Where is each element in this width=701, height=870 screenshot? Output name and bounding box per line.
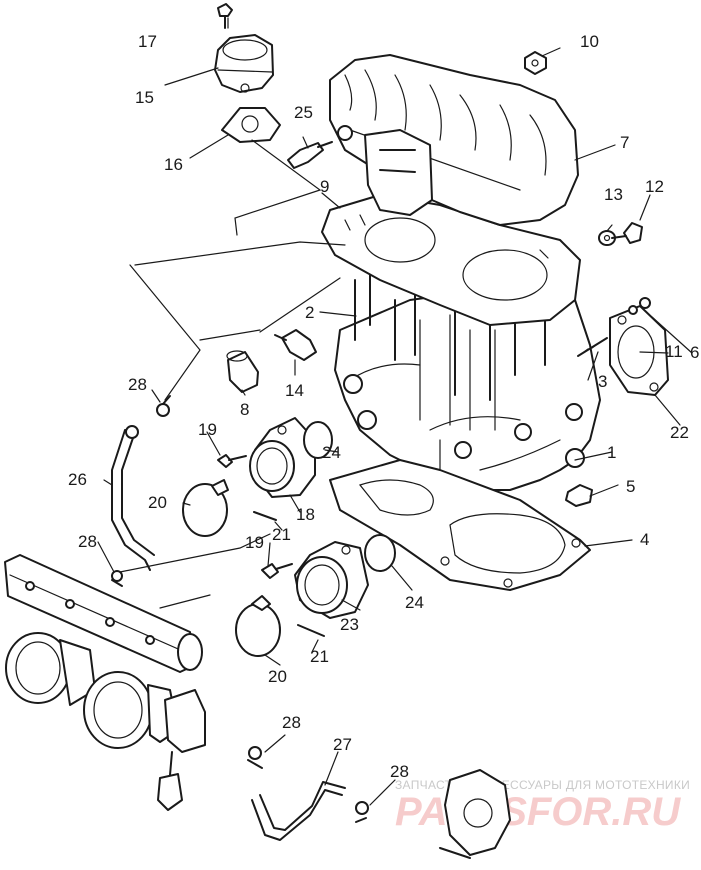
callout-16: 16 [164, 155, 183, 174]
o-ring-24-upper [303, 421, 333, 459]
callout-10: 10 [580, 32, 599, 51]
callout-8: 8 [240, 400, 249, 419]
carburetor-rail [4, 554, 203, 673]
callout-19-upper: 19 [198, 420, 217, 439]
callout-2: 2 [305, 303, 314, 322]
callout-26: 26 [68, 470, 87, 489]
callout-23: 23 [340, 615, 359, 634]
plug-8 [226, 350, 259, 393]
intake-flange-23 [294, 541, 369, 619]
callout-28-right: 28 [390, 762, 409, 781]
clamp-20-upper [182, 479, 229, 537]
screw-19-upper [217, 454, 247, 468]
cylinder-studs [354, 261, 546, 401]
callout-20-upper: 20 [148, 493, 167, 512]
clip-28-right [355, 801, 369, 823]
callout-6: 6 [690, 343, 699, 362]
clamp-20-lower [235, 595, 281, 657]
clip-28-left [111, 570, 123, 587]
callout-4: 4 [640, 530, 649, 549]
intake-flange-18 [249, 417, 316, 498]
callout-28-top: 28 [128, 375, 147, 394]
callout-28-middle: 28 [282, 713, 301, 732]
callout-9: 9 [320, 177, 329, 196]
callout-21-lower: 21 [310, 647, 329, 666]
callout-24-upper: 24 [322, 443, 341, 462]
callout-12: 12 [645, 177, 664, 196]
carburetor-right [83, 671, 179, 749]
callout-labels: 17 15 16 25 10 7 9 13 12 2 11 6 3 22 1 5… [68, 32, 699, 781]
thermostat-gasket [221, 107, 281, 143]
watermark-brand: PARTSFOR.RU [395, 790, 681, 834]
callout-13: 13 [604, 185, 623, 204]
bleed-screw-17 [217, 3, 233, 29]
callout-25: 25 [294, 103, 313, 122]
callout-27: 27 [333, 735, 352, 754]
hose-27 [251, 781, 346, 841]
washer-11 [628, 305, 638, 315]
exhaust-gasket [609, 305, 669, 396]
clip-28-middle [247, 746, 263, 769]
carburetor-left [5, 632, 96, 706]
sensor-14 [274, 329, 317, 361]
callout-24-lower: 24 [405, 593, 424, 612]
clip-28-top [156, 395, 171, 417]
water-outlet-housing [337, 125, 433, 216]
callout-1: 1 [607, 443, 616, 462]
callout-5: 5 [626, 477, 635, 496]
callout-17: 17 [138, 32, 157, 51]
water-pump-fitting [439, 769, 511, 859]
screw-21-upper [253, 511, 277, 521]
nut-10 [524, 51, 547, 75]
thermostat-cover [214, 34, 274, 93]
callout-14: 14 [285, 381, 304, 400]
temp-sensor-25 [287, 141, 333, 169]
o-ring-24-lower [364, 534, 396, 572]
callout-28-left: 28 [78, 532, 97, 551]
leader-lines [97, 17, 693, 806]
callout-19-lower: 19 [245, 533, 264, 552]
callout-11: 11 [665, 342, 683, 361]
callout-15: 15 [135, 88, 154, 107]
plug-5 [565, 484, 593, 507]
hose-26 [111, 425, 155, 571]
screw-21-lower [297, 624, 325, 637]
callout-22: 22 [670, 423, 689, 442]
callout-18: 18 [296, 505, 315, 524]
screw-19-lower [261, 563, 293, 579]
base-gasket [329, 459, 591, 591]
callout-20-lower: 20 [268, 667, 287, 686]
callout-21-upper: 21 [272, 525, 291, 544]
callout-3: 3 [598, 372, 607, 391]
throttle-sensor [157, 689, 206, 811]
crankcase-block [334, 284, 601, 491]
bolt-12 [611, 222, 643, 244]
callout-7: 7 [620, 133, 629, 152]
nut-6 [639, 297, 651, 309]
